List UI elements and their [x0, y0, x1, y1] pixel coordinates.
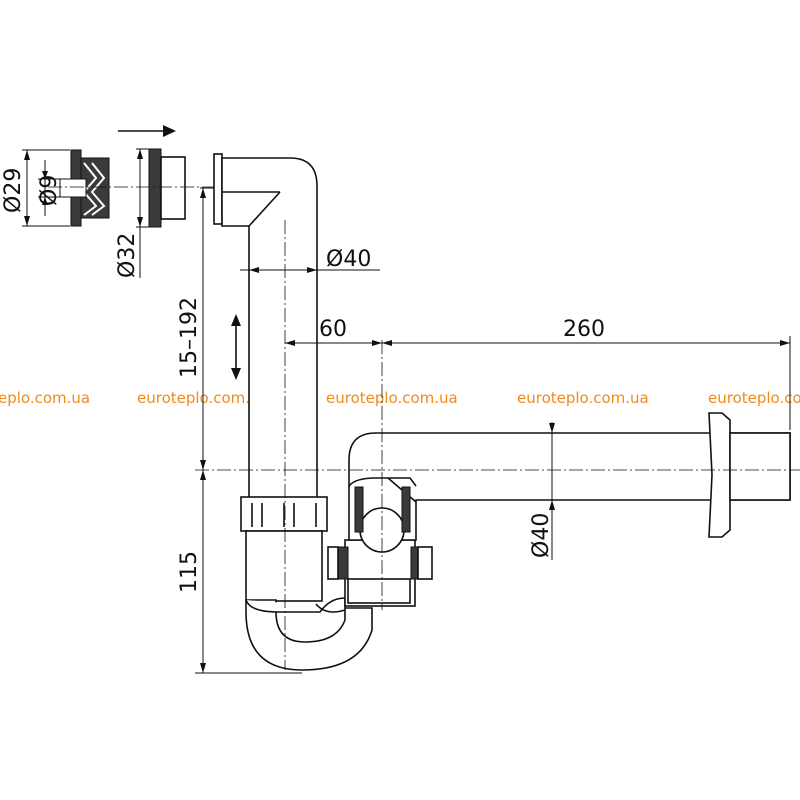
dim-d32: Ø32	[115, 233, 140, 278]
dim-d40-top: Ø40	[326, 247, 371, 272]
watermark-text-4: euroteplo.com.ua	[517, 389, 649, 407]
watermark-row: eplo.com.ua euroteplo.com.ua euroteplo.c…	[0, 389, 800, 407]
watermark-text-1: eplo.com.ua	[0, 389, 90, 407]
ring-part	[148, 148, 186, 228]
dimension-lines: Ø40 15–192 115 60 260 Ø40	[177, 188, 791, 673]
direction-arrow	[118, 125, 176, 137]
adapter-parts: Ø29 Ø9 Ø32	[1, 125, 214, 278]
dim-260: 260	[563, 317, 605, 342]
dim-60: 60	[319, 317, 347, 342]
watermark-text-5: euroteplo.com.ua	[708, 389, 800, 407]
dim-15-192: 15–192	[177, 297, 202, 378]
dim-115: 115	[177, 551, 202, 593]
watermark-text-3: euroteplo.com.ua	[326, 389, 458, 407]
dim-d9: Ø9	[37, 175, 62, 206]
reducer-part	[59, 149, 110, 227]
dim-d40-side: Ø40	[529, 513, 554, 558]
siphon-body	[213, 153, 791, 671]
dim-d29: Ø29	[1, 168, 26, 213]
centre-lines	[195, 187, 800, 674]
